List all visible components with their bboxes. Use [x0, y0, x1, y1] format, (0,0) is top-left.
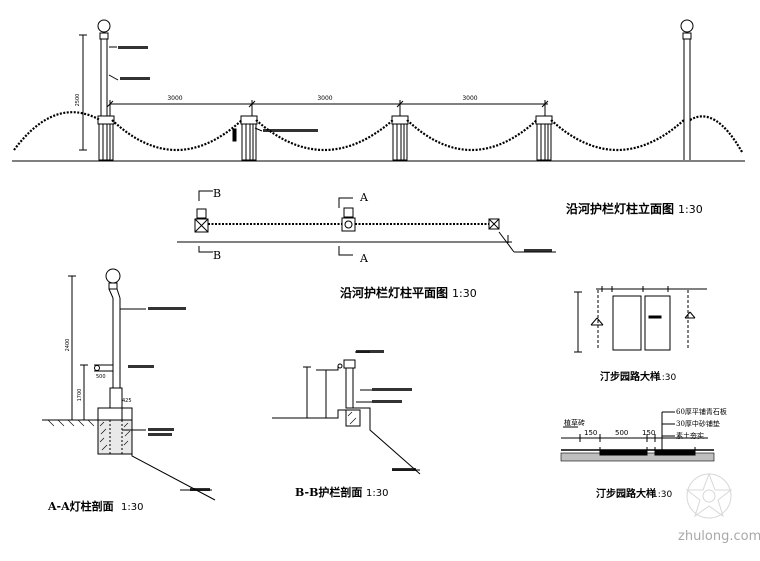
bollard-post	[535, 115, 553, 161]
plan-mark-b-top: B	[213, 187, 221, 200]
lamp-globe-left	[97, 19, 111, 33]
elevation-scale: 1:30	[678, 203, 703, 216]
plan-mark-a-top: A	[359, 191, 369, 204]
elevation-drawing	[12, 19, 745, 162]
section-a-title: A-A灯柱剖面	[47, 499, 114, 513]
lamp-cap-left	[99, 32, 109, 40]
chain-swag	[689, 115, 743, 153]
foundation-hatch	[99, 421, 131, 451]
step-section-drawing	[560, 411, 715, 462]
section-a-dim-4: 425	[122, 398, 132, 404]
step-section-title: 汀步园路大样	[596, 487, 656, 500]
section-b-chain-stub	[316, 366, 339, 371]
section-b-title: B-B护栏剖面	[295, 485, 362, 499]
lamp-post-base-left	[97, 115, 115, 125]
plan-scale: 1:30	[452, 287, 477, 300]
cut-mark-b-bottom	[198, 246, 213, 253]
cut-mark-b-top	[198, 190, 213, 201]
section-a-dim-1: 2400	[65, 339, 71, 352]
step-left-label: 植草砖	[564, 418, 585, 427]
chain-swag	[406, 119, 538, 151]
small-annotations	[118, 46, 552, 491]
plan-lamp-post-a	[341, 217, 356, 232]
section-a-scale: 1:30	[121, 502, 143, 513]
chain-swag	[550, 119, 685, 151]
section-a-dim-2: 1700	[77, 389, 83, 402]
section-a-dim-3: 500	[96, 374, 106, 380]
plan-post-b	[194, 218, 209, 233]
bollard-post	[240, 115, 258, 161]
zhulong-logo	[685, 472, 733, 519]
stepping-stone	[644, 295, 671, 351]
plan-drawing	[177, 190, 556, 256]
elevation-dim-1: 3000	[167, 95, 182, 102]
bollard-post	[391, 115, 409, 161]
watermark-text: zhulong.com	[678, 529, 760, 544]
chain-swag	[255, 119, 394, 151]
cut-mark-a-top	[338, 197, 353, 208]
step-detail-title: 汀步园路大样	[600, 370, 660, 383]
section-b-slope	[346, 407, 421, 475]
elevation-dim-2: 3000	[317, 95, 332, 102]
section-a-slope	[122, 407, 216, 501]
elevation-height-dim: 2500	[75, 94, 81, 107]
cut-mark-a-bottom	[338, 246, 353, 256]
step-dim-1: 150	[584, 429, 597, 437]
plan-title: 沿河护栏灯柱平面图	[339, 285, 448, 300]
plan-mark-a-bottom: A	[359, 252, 369, 265]
section-b-foundation	[345, 409, 361, 427]
plan-mark-b-bottom: B	[213, 249, 221, 262]
section-a-lamp-globe	[105, 268, 121, 284]
section-b-ground	[272, 409, 346, 419]
ground-hatch	[47, 419, 95, 427]
section-cut-mark	[232, 128, 237, 142]
chain-swag	[111, 119, 243, 151]
step-layer-1: 60厚平铺青石板	[676, 407, 727, 416]
chain-swag	[13, 111, 101, 151]
section-b-scale: 1:30	[366, 488, 388, 499]
section-a-drawing	[42, 268, 216, 501]
step-detail-scale: 1:30	[656, 373, 676, 383]
step-dim-2: 500	[615, 429, 628, 437]
lamp-cap-right	[682, 32, 692, 40]
plan-leader	[498, 231, 515, 253]
stepping-stone	[612, 295, 642, 351]
step-layer-2: 30厚中砂铺垫	[676, 419, 720, 428]
step-plan-drawing	[574, 286, 707, 353]
elevation-title: 沿河护栏灯柱立面图	[565, 201, 674, 216]
chain-swags	[13, 111, 743, 153]
step-section-scale: 1:30	[652, 490, 672, 500]
section-b-drawing	[272, 351, 421, 475]
elevation-dim-3: 3000	[462, 95, 477, 102]
step-layer-3: 素土夯实	[676, 431, 704, 440]
section-a-ground	[42, 407, 130, 421]
step-dim-3: 150	[642, 429, 655, 437]
lamp-globe-right	[680, 19, 694, 33]
